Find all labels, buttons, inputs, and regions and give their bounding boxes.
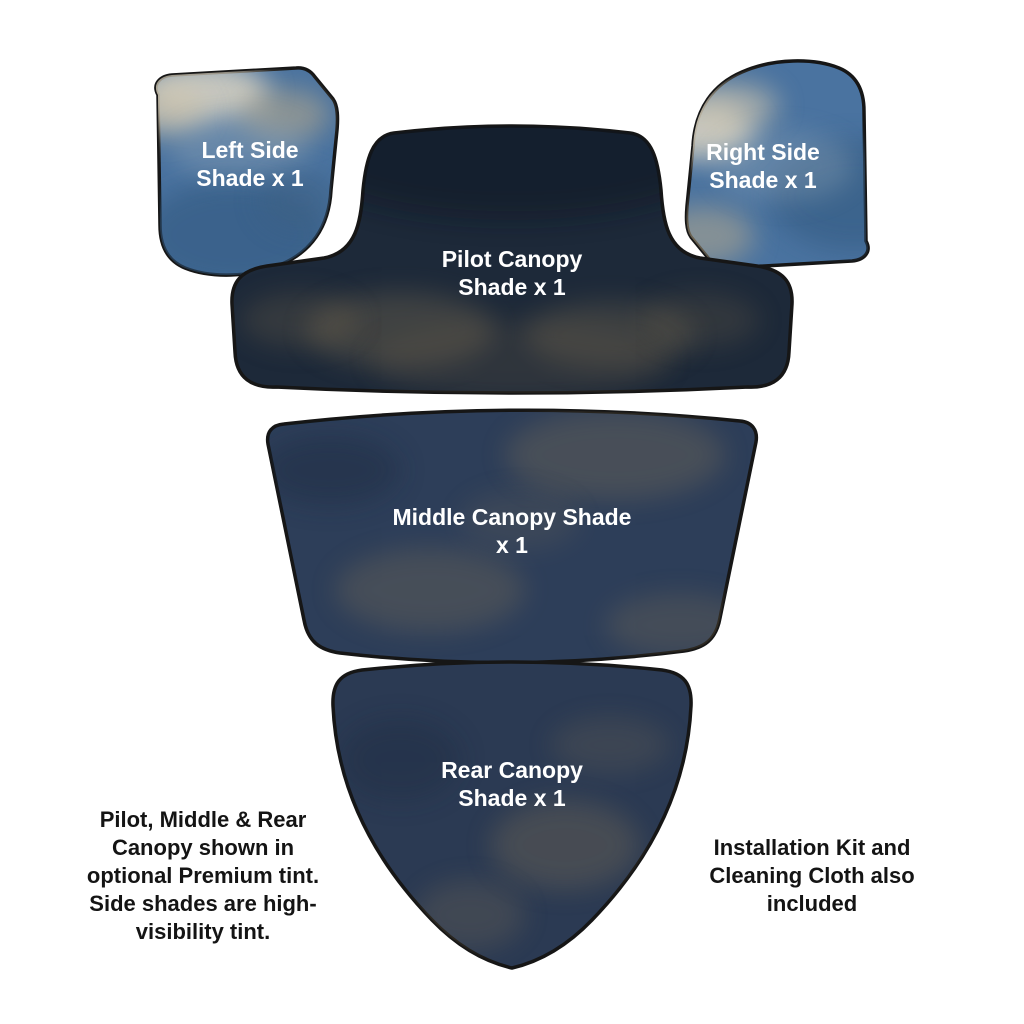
middle-canopy-shade-shape bbox=[265, 408, 759, 665]
installation-kit-note: Installation Kit and Cleaning Cloth also… bbox=[709, 835, 915, 916]
tint-note: Pilot, Middle & Rear Canopy shown in opt… bbox=[86, 807, 320, 944]
pilot-canopy-shade-shape bbox=[230, 124, 794, 395]
left-side-shade-shape bbox=[154, 66, 340, 277]
right-side-shade-shape bbox=[684, 59, 870, 270]
rear-canopy-shade-shape bbox=[331, 660, 693, 970]
